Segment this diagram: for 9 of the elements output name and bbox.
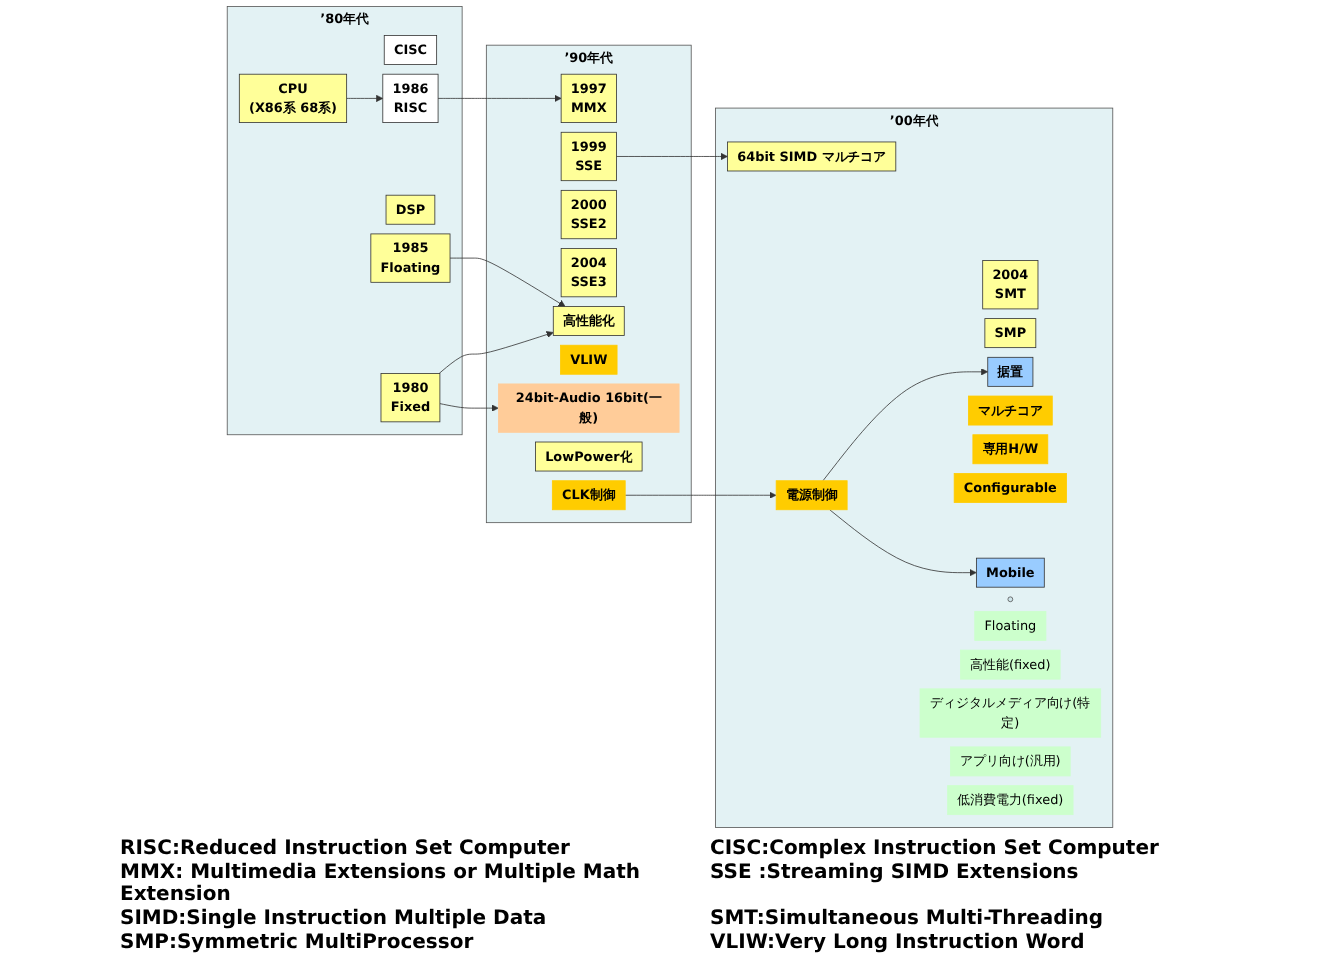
abbreviation-note: SMT:Simultaneous Multi-Threading [710, 908, 1106, 930]
abbreviation-note: SIMD:Single Instruction Multiple Data [120, 908, 549, 930]
abbreviation-note: VLIW:Very Long Instruction Word [710, 932, 1087, 954]
abbreviation-note: CISC:Complex Instruction Set Computer [710, 838, 1161, 860]
node-circle [1007, 596, 1014, 603]
abbreviation-note: SMP:Symmetric MultiProcessor [120, 932, 476, 954]
abbreviation-note: MMX: Multimedia Extensions or Multiple Math Extension [120, 862, 643, 906]
abbreviation-note: RISC:Reduced Instruction Set Computer [120, 838, 572, 860]
abbreviation-note: SSE :Streaming SIMD Extensions [710, 862, 1081, 888]
